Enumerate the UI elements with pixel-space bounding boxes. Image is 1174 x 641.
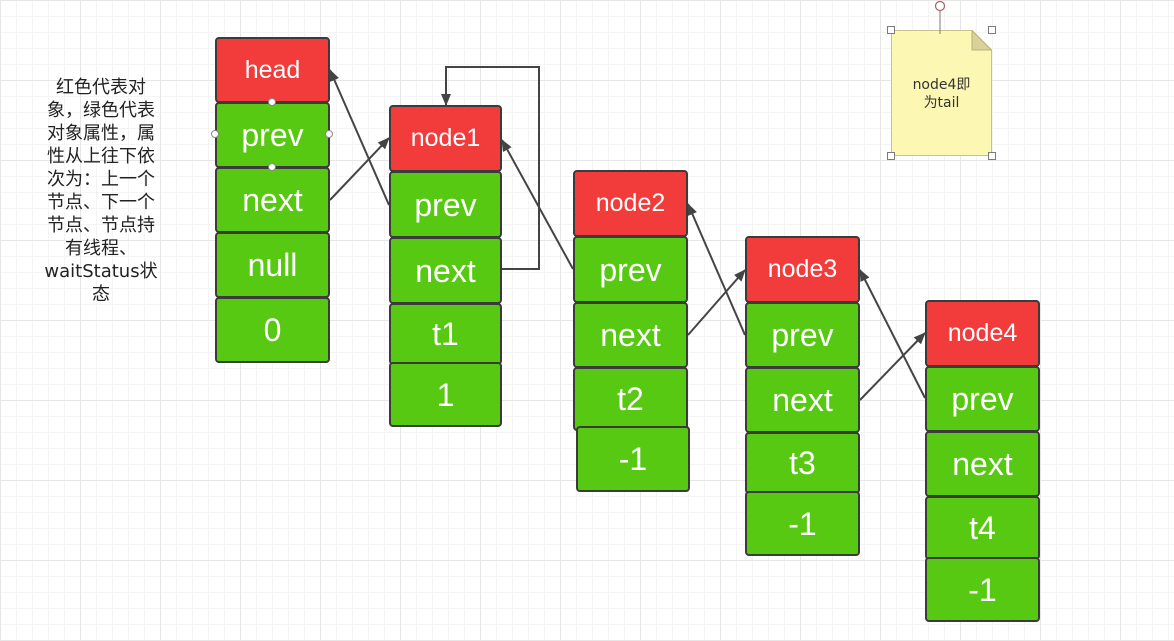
node-prev-field[interactable]: prev bbox=[389, 171, 502, 238]
node-waitstatus-field[interactable]: -1 bbox=[576, 426, 690, 492]
arrow-node3-next-to-node4 bbox=[859, 332, 926, 401]
selection-handle-bottom[interactable] bbox=[268, 163, 276, 171]
node-thread-field[interactable]: null bbox=[215, 232, 330, 298]
arrow-node4-prev-to-node3 bbox=[859, 269, 926, 399]
node-next-field[interactable]: next bbox=[745, 367, 860, 433]
resize-handle-top-left[interactable] bbox=[887, 26, 895, 34]
node-title[interactable]: node3 bbox=[745, 236, 860, 303]
resize-handle-top-right[interactable] bbox=[988, 26, 996, 34]
note-text: node4即 为tail bbox=[912, 77, 971, 111]
arrow-head-next-to-node1 bbox=[329, 137, 390, 201]
resize-handle-bottom-left[interactable] bbox=[887, 152, 895, 160]
node-thread-field[interactable]: t2 bbox=[573, 367, 688, 431]
arrow-node2-next-to-node3 bbox=[687, 269, 746, 336]
selection-handle-top[interactable] bbox=[268, 98, 276, 106]
selection-handle-left[interactable] bbox=[211, 130, 219, 138]
selection-handle-right[interactable] bbox=[325, 130, 333, 138]
node-thread-field[interactable]: t3 bbox=[745, 432, 860, 494]
node-thread-field[interactable]: t4 bbox=[925, 496, 1040, 560]
node-next-field[interactable]: next bbox=[215, 167, 330, 233]
arrow-node3-prev-to-node2 bbox=[687, 203, 746, 336]
node-prev-field[interactable]: prev bbox=[573, 236, 688, 303]
arrow-node1-next-loop bbox=[441, 66, 540, 270]
node-prev-field[interactable]: prev bbox=[925, 366, 1040, 432]
legend-text: 红色代表对 象，绿色代表 对象属性，属 性从上往下依 次为：上一个 节点、下一个… bbox=[44, 77, 158, 305]
node-title[interactable]: node1 bbox=[389, 105, 502, 172]
node-waitstatus-field[interactable]: 1 bbox=[389, 362, 502, 427]
tail-note[interactable]: node4即 为tail bbox=[891, 30, 992, 156]
node-title[interactable]: head bbox=[215, 37, 330, 103]
node-next-field[interactable]: next bbox=[573, 302, 688, 368]
node-waitstatus-field[interactable]: -1 bbox=[925, 557, 1040, 622]
resize-handle-bottom-right[interactable] bbox=[988, 152, 996, 160]
node-next-field[interactable]: next bbox=[925, 431, 1040, 497]
arrow-node1-prev-to-head bbox=[329, 69, 390, 206]
arrow-node2-prev-to-node1 bbox=[501, 139, 574, 270]
node-waitstatus-field[interactable]: -1 bbox=[745, 491, 860, 556]
node-waitstatus-field[interactable]: 0 bbox=[215, 297, 330, 363]
node-next-field[interactable]: next bbox=[389, 237, 502, 304]
note-shape bbox=[891, 30, 992, 156]
rotate-handle[interactable] bbox=[930, 0, 950, 34]
